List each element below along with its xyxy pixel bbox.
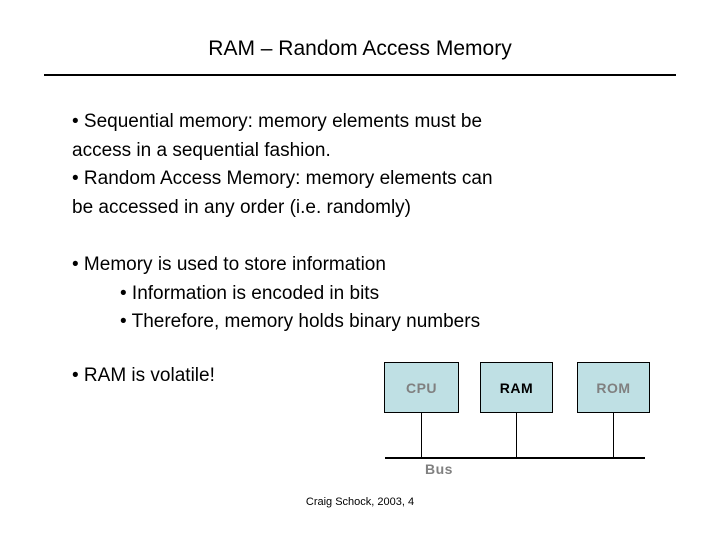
bus-connector-rom — [613, 413, 614, 458]
bus-connector-ram — [516, 413, 517, 458]
chip-label: CPU — [405, 379, 438, 396]
bus-connector-cpu — [421, 413, 422, 458]
diagram-chip-cpu: CPU — [384, 362, 459, 413]
bus-label: Bus — [425, 461, 453, 477]
sub-bullet-line: • Therefore, memory holds binary numbers — [120, 311, 481, 332]
bullet-line: • Sequential memory: memory elements mus… — [72, 111, 483, 132]
bullet-block-store: • Memory is used to store information • … — [72, 251, 652, 337]
footer-credit: Craig Schock, 2003, 4 — [305, 496, 415, 508]
bullet-line: be accessed in any order (i.e. randomly) — [72, 196, 411, 218]
bullet-block-access: • Sequential memory: memory elements mus… — [72, 108, 652, 222]
bullet-line: • Random Access Memory: memory elements … — [72, 168, 493, 189]
diagram-chip-ram: RAM — [480, 362, 553, 413]
diagram-chip-rom: ROM — [577, 362, 650, 413]
chip-label: ROM — [596, 379, 631, 396]
bullet-block-volatile: • RAM is volatile! — [72, 362, 652, 391]
bullet-line: • RAM is volatile! — [72, 365, 215, 386]
bullet-line: access in a sequential fashion. — [72, 139, 331, 161]
bus-line — [385, 457, 645, 459]
sub-bullet-line: • Information is encoded in bits — [120, 282, 380, 304]
chip-label: RAM — [499, 379, 534, 396]
title-divider — [44, 74, 676, 76]
page-title: RAM – Random Access Memory — [208, 37, 512, 60]
bullet-line: • Memory is used to store information — [72, 254, 386, 275]
